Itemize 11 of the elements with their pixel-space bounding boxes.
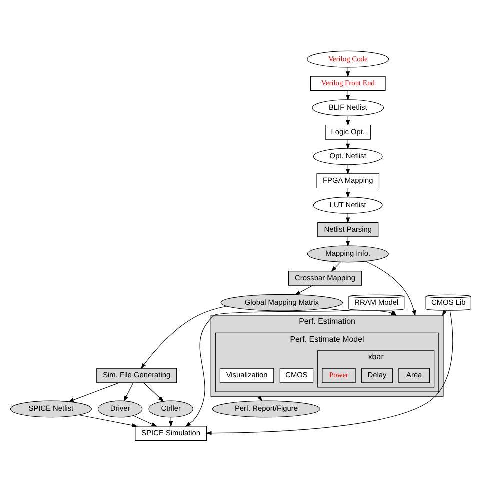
arrow — [68, 382, 120, 402]
arrow — [294, 285, 314, 296]
arrow — [141, 306, 228, 370]
arrow — [78, 414, 138, 428]
arrow — [144, 382, 164, 402]
arrow — [124, 382, 134, 402]
arrow — [258, 396, 262, 402]
arrow — [346, 116, 350, 126]
arrow — [346, 139, 350, 150]
arrow — [185, 310, 352, 427]
arrow — [133, 415, 158, 427]
